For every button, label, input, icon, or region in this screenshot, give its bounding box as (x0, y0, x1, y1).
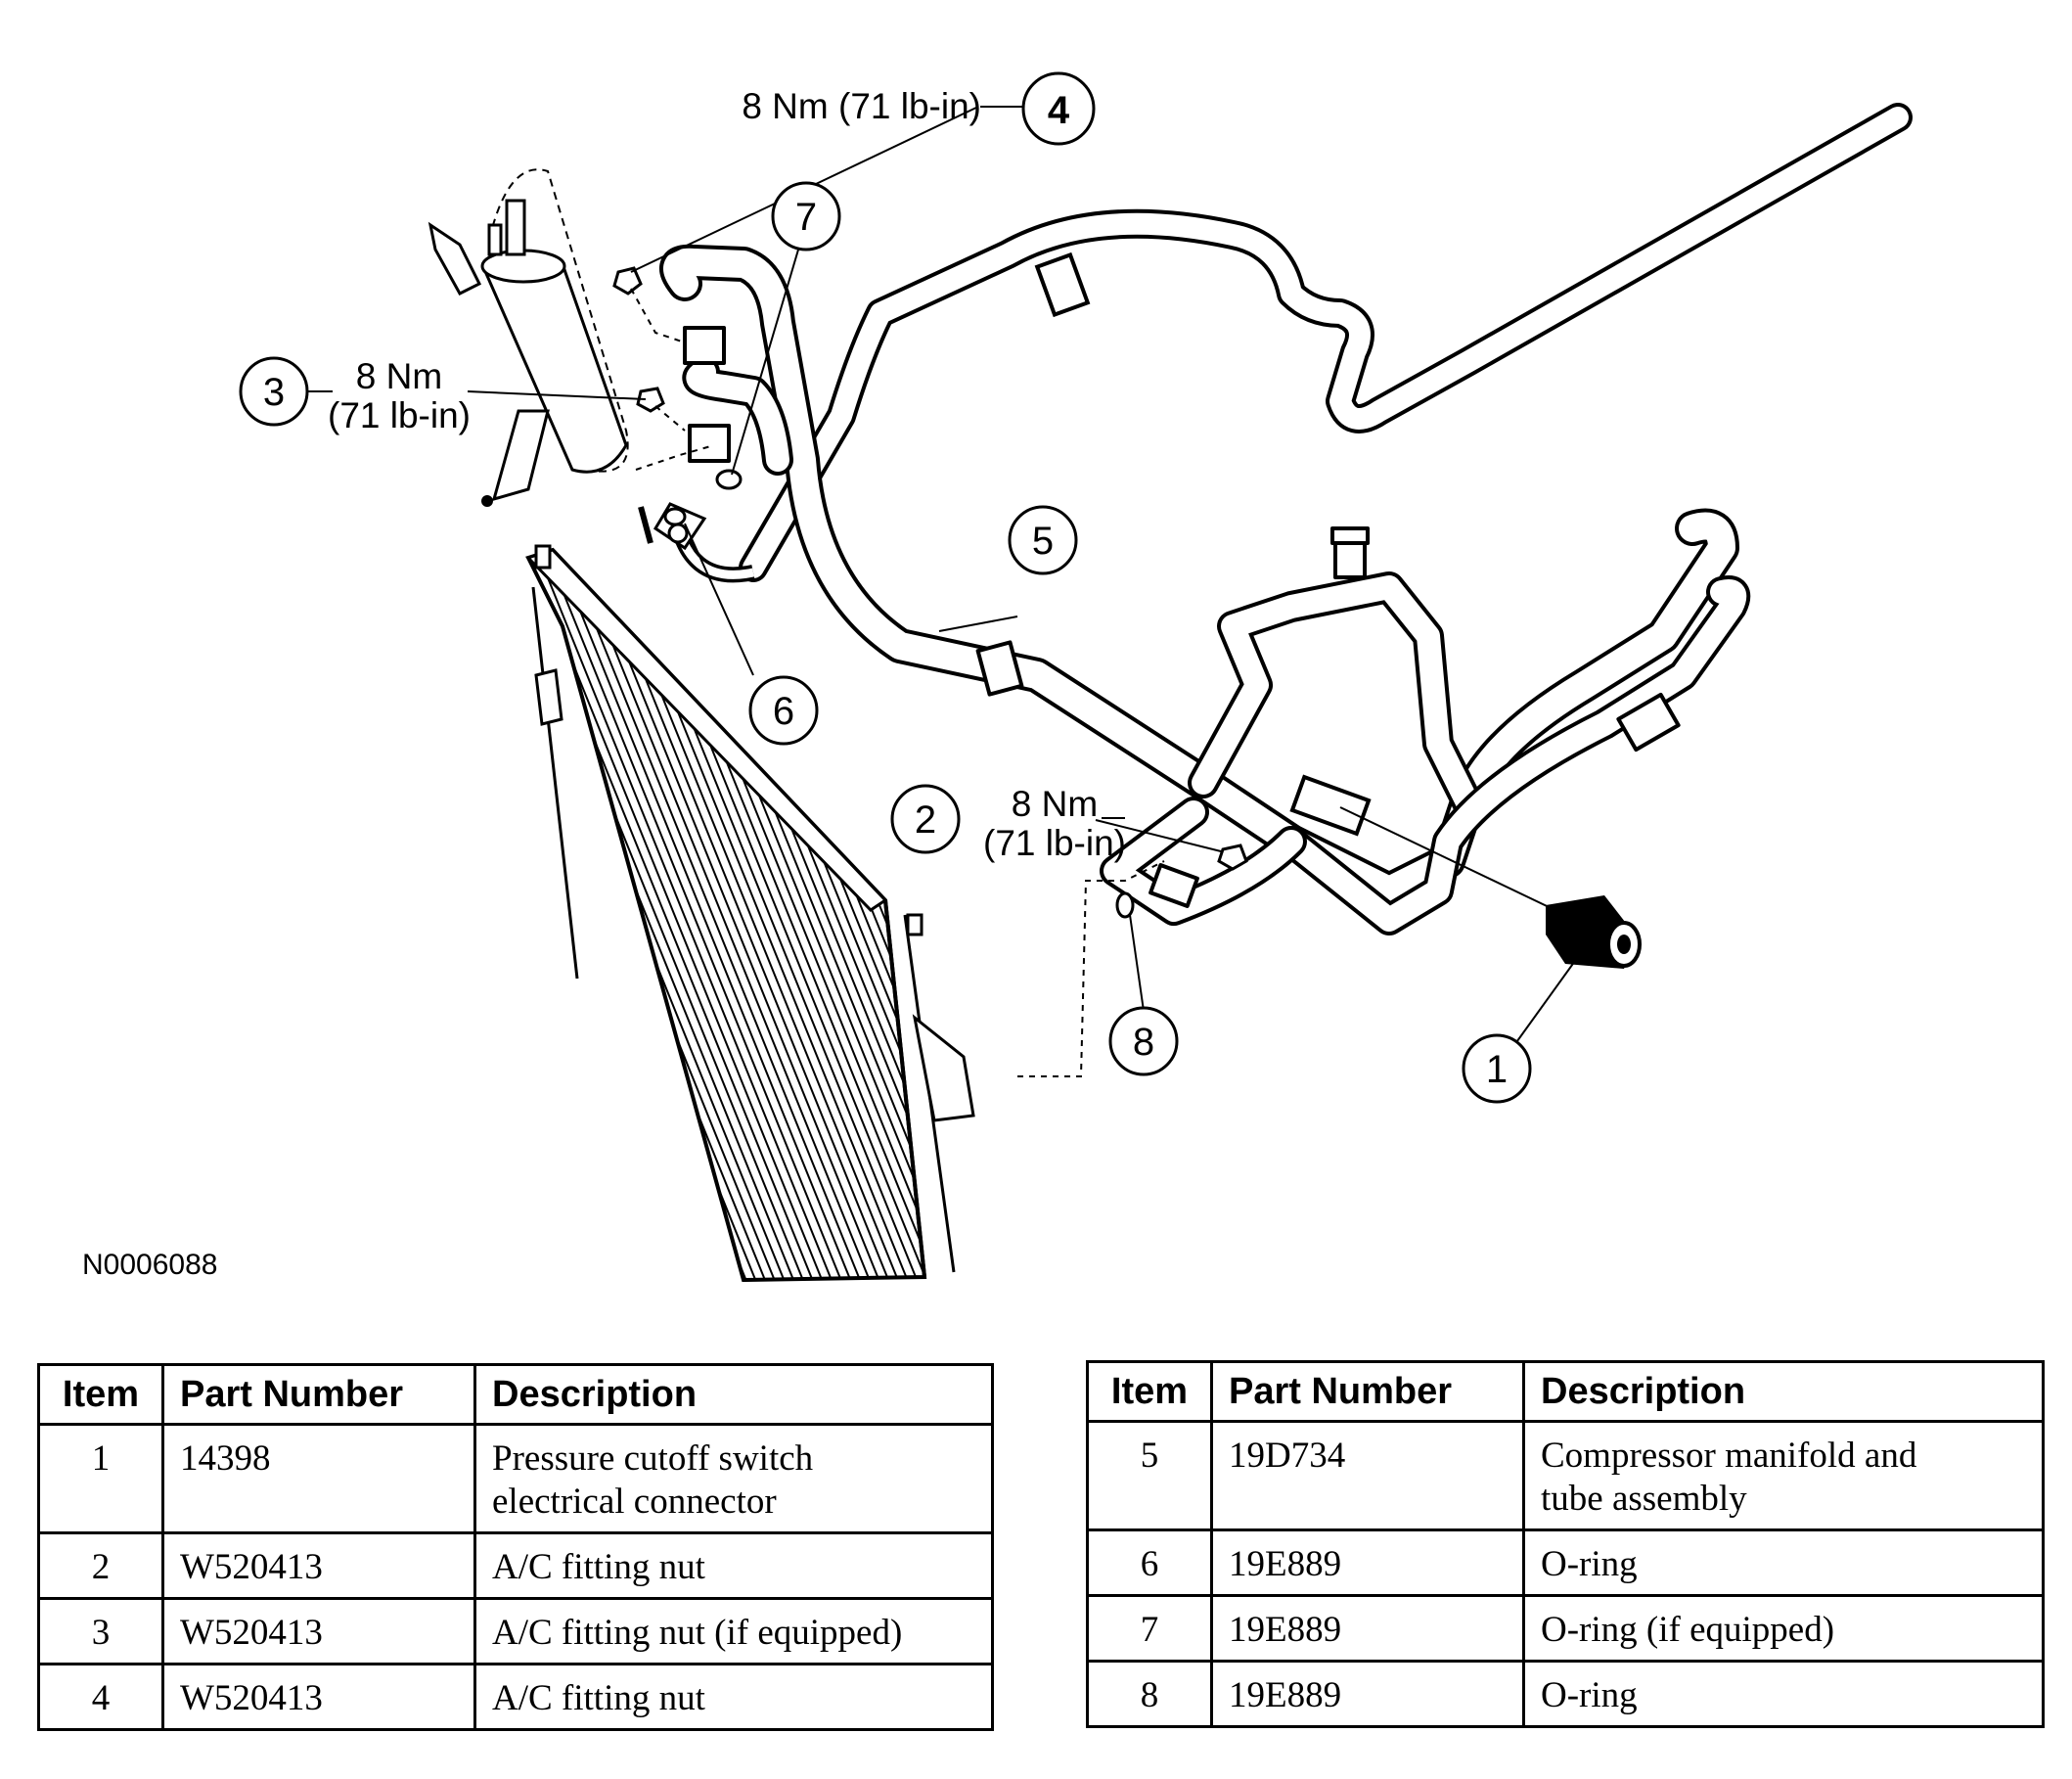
callout-4: 4 (1021, 71, 1096, 146)
o-ring-7 (715, 469, 743, 490)
table-row: 3 W520413 A/C fitting nut (if equipped) (37, 1597, 994, 1665)
cell-description: O-ring (if equipped) (1522, 1594, 2045, 1663)
svg-text:1: 1 (1486, 1048, 1508, 1091)
cell-part-number: 19D734 (1210, 1420, 1525, 1531)
cell-part-number: W520413 (161, 1663, 476, 1731)
fitting-nut-4 (612, 266, 643, 296)
header-description: Description (1522, 1360, 2045, 1423)
svg-text:2: 2 (915, 798, 936, 842)
svg-text:6: 6 (773, 690, 794, 733)
liquid-line (638, 103, 1913, 583)
table-row: 7 19E889 O-ring (if equipped) (1086, 1594, 2045, 1663)
cell-description: A/C fitting nut (if equipped) (473, 1597, 994, 1665)
cell-description: O-ring (1522, 1528, 2045, 1597)
cell-part-number: W520413 (161, 1597, 476, 1665)
header-part-number: Part Number (1210, 1360, 1525, 1423)
dashed-guides (630, 288, 1165, 1077)
callout-1: 1 (1462, 1033, 1532, 1104)
pressure-cutoff-switch (1289, 774, 1372, 837)
o-ring-8 (1115, 891, 1135, 919)
compressor-manifold-tube-assembly (659, 244, 1751, 935)
callout-8: 8 (1108, 1006, 1179, 1076)
fitting-nut-2 (1217, 844, 1248, 871)
o-ring-6 (663, 507, 687, 526)
torque-label-2-line2: (71 lb-in) (983, 823, 1126, 863)
svg-text:4: 4 (1048, 89, 1070, 132)
cell-item: 7 (1086, 1594, 1213, 1663)
callout-7: 7 (771, 181, 841, 251)
torque-label-4: 8 Nm (71 lb-in) (742, 86, 981, 126)
table-header-row: Item Part Number Description (37, 1363, 994, 1426)
table-row: 4 W520413 A/C fitting nut (37, 1663, 994, 1731)
header-description: Description (473, 1363, 994, 1426)
header-part-number: Part Number (161, 1363, 476, 1426)
pressure-cutoff-switch-connector (1546, 895, 1642, 969)
svg-text:7: 7 (795, 196, 817, 239)
cell-part-number: 14398 (161, 1423, 476, 1534)
receiver-drier (428, 168, 629, 507)
svg-text:8: 8 (1133, 1021, 1154, 1064)
header-item: Item (1086, 1360, 1213, 1423)
callout-6: 6 (748, 675, 819, 746)
cell-item: 8 (1086, 1660, 1213, 1728)
parts-table-left: Item Part Number Description 1 14398 Pre… (37, 1363, 994, 1731)
cell-item: 6 (1086, 1528, 1213, 1597)
cell-item: 4 (37, 1663, 164, 1731)
table-row: 6 19E889 O-ring (1086, 1528, 2045, 1597)
svg-text:3: 3 (263, 371, 285, 414)
callout-3: 3 (239, 356, 309, 427)
cell-part-number: 19E889 (1210, 1528, 1525, 1597)
table-row: 8 19E889 O-ring (1086, 1660, 2045, 1728)
table-row: 2 W520413 A/C fitting nut (37, 1531, 994, 1600)
cell-part-number: 19E889 (1210, 1594, 1525, 1663)
torque-label-2-line1: 8 Nm (1012, 784, 1098, 824)
torque-label-3-line2: (71 lb-in) (328, 395, 471, 435)
cell-description: A/C fitting nut (473, 1531, 994, 1600)
ac-line-diagram: 1 2 3 4 5 6 7 8 8 Nm (71 lb-in) 8 Nm (71… (239, 71, 1913, 1283)
callout-5: 5 (1008, 505, 1078, 575)
header-item: Item (37, 1363, 164, 1426)
cell-description: A/C fitting nut (473, 1663, 994, 1731)
cell-item: 1 (37, 1423, 164, 1534)
cell-description: O-ring (1522, 1660, 2045, 1728)
table-header-row: Item Part Number Description (1086, 1360, 2045, 1423)
cell-item: 2 (37, 1531, 164, 1600)
torque-label-3-line1: 8 Nm (356, 356, 442, 396)
svg-text:5: 5 (1032, 520, 1054, 563)
cell-item: 5 (1086, 1420, 1213, 1531)
callout-2: 2 (890, 784, 961, 854)
cell-item: 3 (37, 1597, 164, 1665)
cell-part-number: W520413 (161, 1531, 476, 1600)
condenser (525, 544, 975, 1283)
figure-id: N0006088 (82, 1249, 218, 1281)
cell-part-number: 19E889 (1210, 1660, 1525, 1728)
parts-table-right: Item Part Number Description 5 19D734 Co… (1086, 1360, 2045, 1728)
